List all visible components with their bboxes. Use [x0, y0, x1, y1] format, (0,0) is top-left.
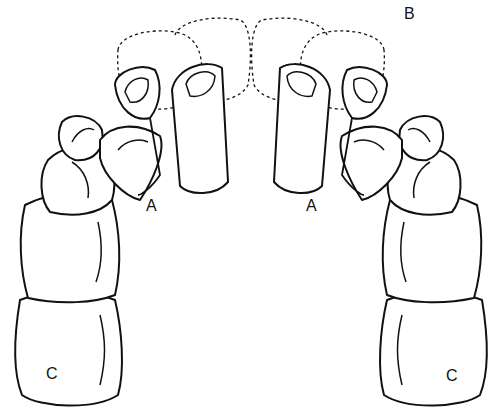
- right-teeth: [252, 18, 487, 405]
- part-letter: A: [146, 198, 157, 214]
- part-letter: C: [446, 368, 458, 384]
- left-teeth: [15, 18, 250, 405]
- part-letter: B: [404, 6, 415, 22]
- part-letter: C: [46, 366, 58, 382]
- part-letter: A: [306, 198, 317, 214]
